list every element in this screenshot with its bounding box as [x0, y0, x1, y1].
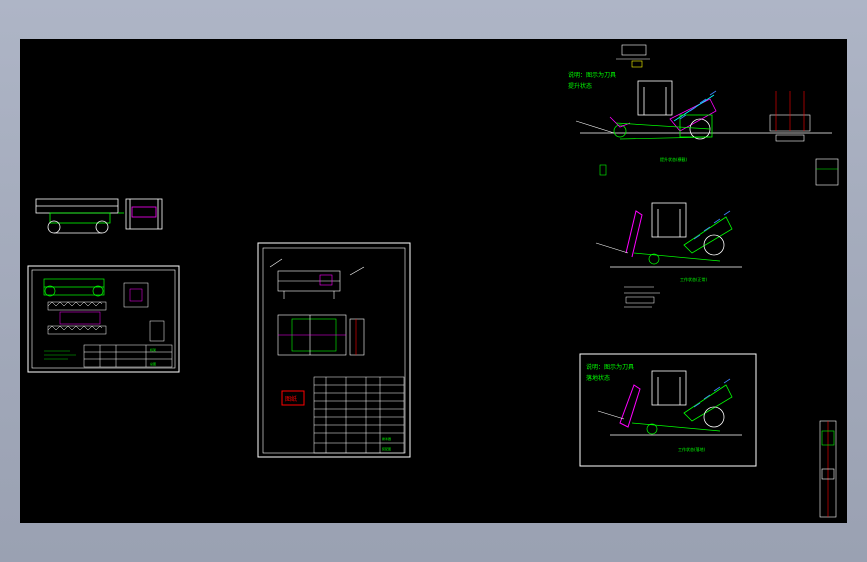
top-caption: 提升状态(横截)	[660, 156, 688, 162]
bottom-note-line1: 说明：图示为刀具	[586, 363, 634, 371]
machine-frame-side-view	[35, 198, 163, 234]
top-note-line2: 提升状态	[568, 82, 592, 90]
harvester-end-view	[769, 91, 839, 186]
harvester-ground-sheet[interactable]: 说明：图示为刀具 落地状态 工作状态(落地)	[579, 353, 757, 467]
harvester-raised-view[interactable]: 说明：图示为刀具 提升状态 提升状态(横截)	[568, 44, 839, 186]
vertical-detail-strip	[819, 420, 837, 518]
middle-caption: 工作状态(正常)	[680, 276, 708, 282]
left-drawing-sheet[interactable]: 机架 总图	[27, 265, 180, 373]
cad-drawing-viewport[interactable]: 机架 总图 图纸	[20, 39, 847, 523]
center-drawing-sheet[interactable]: 图纸 拨禾器 装配图	[257, 242, 411, 458]
bottom-note-line2: 落地状态	[586, 374, 610, 382]
bottom-caption: 工作状态(落地)	[678, 446, 706, 452]
left-title-2: 总图	[150, 361, 156, 366]
left-title-1: 机架	[150, 347, 156, 352]
harvester-working-view[interactable]: 工作状态(正常)	[595, 202, 742, 308]
center-title-2: 装配图	[382, 446, 391, 451]
top-note-line1: 说明：图示为刀具	[568, 71, 616, 79]
center-title-1: 拨禾器	[382, 436, 391, 441]
approval-stamp: 图纸	[285, 395, 297, 403]
bill-of-materials	[313, 376, 405, 454]
cad-model-space[interactable]: 机架 总图 图纸	[20, 39, 847, 523]
